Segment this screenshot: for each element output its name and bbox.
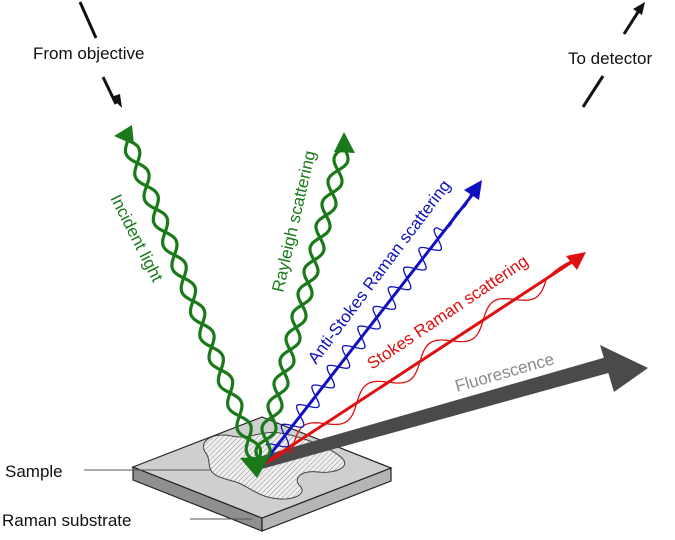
sample-label: Sample	[5, 462, 63, 481]
from-objective-label: From objective	[33, 44, 144, 63]
focal-point-marker	[240, 456, 270, 478]
to-detector-label: To detector	[568, 49, 652, 68]
anti-stokes-raman-ray	[260, 180, 482, 466]
raman-substrate-label: Raman substrate	[2, 511, 131, 530]
stokes-raman-ray	[261, 252, 586, 467]
detector-arrow	[581, 2, 645, 108]
rayleigh-ray	[254, 132, 355, 464]
anti-stokes-label: Anti-Stokes Raman scattering	[304, 176, 455, 367]
incident-light-ray	[114, 125, 263, 464]
fluorescence-arrow	[258, 345, 648, 470]
objective-arrow	[78, 1, 122, 108]
rayleigh-scattering-label: Rayleigh scattering	[268, 149, 319, 294]
